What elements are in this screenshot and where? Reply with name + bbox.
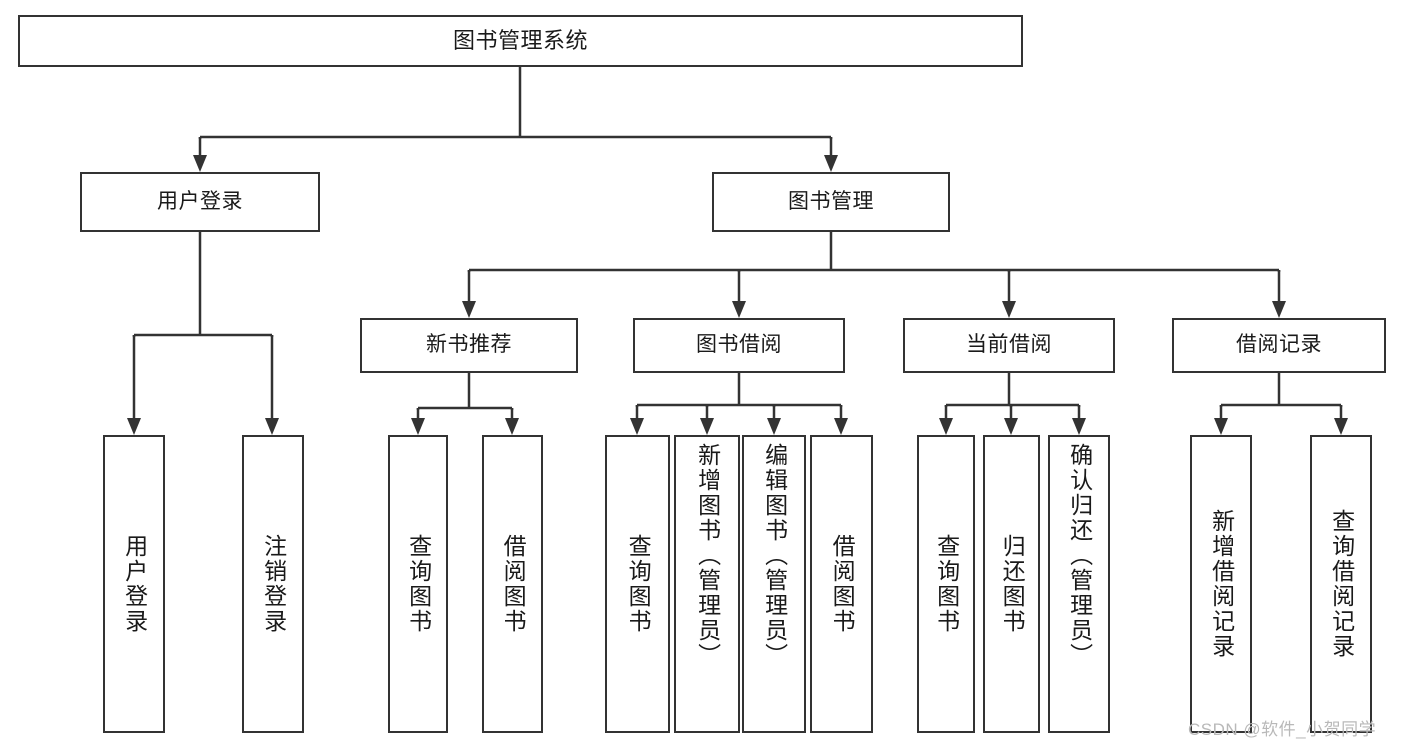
- node-label: 确认归还（管理员）: [1066, 443, 1093, 668]
- node-leaf-confirm[interactable]: 确认归还（管理员）: [1048, 435, 1110, 733]
- root-to-level1-branch-0-arrowhead: [193, 155, 207, 172]
- node-label: 新书推荐: [426, 333, 512, 357]
- node-label: 图书借阅: [696, 333, 782, 357]
- current-borrow-leaves-branch-1-arrowhead: [1004, 418, 1018, 435]
- node-leaf-logout[interactable]: 注销登录: [242, 435, 304, 733]
- node-user-login[interactable]: 用户登录: [80, 172, 320, 232]
- node-label: 图书管理系统: [452, 28, 588, 54]
- node-new-book-rec[interactable]: 新书推荐: [360, 318, 578, 373]
- node-label: 用户登录: [121, 534, 148, 634]
- node-leaf-borrow-1[interactable]: 借阅图书: [482, 435, 543, 733]
- node-leaf-login[interactable]: 用户登录: [103, 435, 165, 733]
- node-leaf-query-1[interactable]: 查询图书: [388, 435, 448, 733]
- root-to-level1-branch-1-arrowhead: [824, 155, 838, 172]
- node-label: 查询图书: [405, 534, 432, 634]
- node-label: 注销登录: [260, 534, 287, 634]
- node-root[interactable]: 图书管理系统: [18, 15, 1023, 67]
- node-leaf-query-3[interactable]: 查询图书: [917, 435, 975, 733]
- node-book-manage[interactable]: 图书管理: [712, 172, 950, 232]
- book-manage-to-level2-branch-0-arrowhead: [462, 301, 476, 318]
- node-leaf-borrow-2[interactable]: 借阅图书: [810, 435, 873, 733]
- current-borrow-leaves-branch-2-arrowhead: [1072, 418, 1086, 435]
- node-label: 当前借阅: [966, 333, 1052, 357]
- node-label: 借阅图书: [500, 534, 527, 634]
- book-borrow-leaves-branch-3-arrowhead: [834, 418, 848, 435]
- node-label: 借阅记录: [1236, 333, 1322, 357]
- node-leaf-query-rec[interactable]: 查询借阅记录: [1310, 435, 1372, 733]
- node-label: 编辑图书（管理员）: [761, 443, 788, 668]
- book-manage-to-level2-branch-3-arrowhead: [1272, 301, 1286, 318]
- node-book-borrow[interactable]: 图书借阅: [633, 318, 845, 373]
- book-borrow-leaves-branch-2-arrowhead: [767, 418, 781, 435]
- node-leaf-add-book[interactable]: 新增图书（管理员）: [674, 435, 740, 733]
- csdn-watermark: CSDN @软件_小贺同学: [1188, 720, 1377, 739]
- node-label: 新增借阅记录: [1208, 509, 1235, 659]
- borrow-record-leaves-branch-0-arrowhead: [1214, 418, 1228, 435]
- node-label: 用户登录: [157, 189, 243, 213]
- node-current-borrow[interactable]: 当前借阅: [903, 318, 1115, 373]
- node-label: 归还图书: [999, 534, 1026, 634]
- node-borrow-record[interactable]: 借阅记录: [1172, 318, 1386, 373]
- node-leaf-return[interactable]: 归还图书: [983, 435, 1040, 733]
- new-book-rec-leaves-branch-0-arrowhead: [411, 418, 425, 435]
- node-label: 查询图书: [933, 534, 960, 634]
- book-borrow-leaves-branch-0-arrowhead: [630, 418, 644, 435]
- borrow-record-leaves-branch-1-arrowhead: [1334, 418, 1348, 435]
- book-borrow-leaves-branch-1-arrowhead: [700, 418, 714, 435]
- node-leaf-query-2[interactable]: 查询图书: [605, 435, 670, 733]
- node-leaf-edit-book[interactable]: 编辑图书（管理员）: [742, 435, 806, 733]
- node-label: 查询借阅记录: [1328, 509, 1355, 659]
- current-borrow-leaves-branch-0-arrowhead: [939, 418, 953, 435]
- new-book-rec-leaves-branch-1-arrowhead: [505, 418, 519, 435]
- book-manage-to-level2-branch-1-arrowhead: [732, 301, 746, 318]
- node-label: 图书管理: [788, 189, 874, 213]
- node-label: 查询图书: [625, 534, 652, 634]
- node-leaf-add-rec[interactable]: 新增借阅记录: [1190, 435, 1252, 733]
- node-label: 新增图书（管理员）: [694, 443, 721, 668]
- book-manage-to-level2-branch-2-arrowhead: [1002, 301, 1016, 318]
- user-login-to-leaves-branch-0-arrowhead: [127, 418, 141, 435]
- node-label: 借阅图书: [829, 534, 856, 634]
- user-login-to-leaves-branch-1-arrowhead: [265, 418, 279, 435]
